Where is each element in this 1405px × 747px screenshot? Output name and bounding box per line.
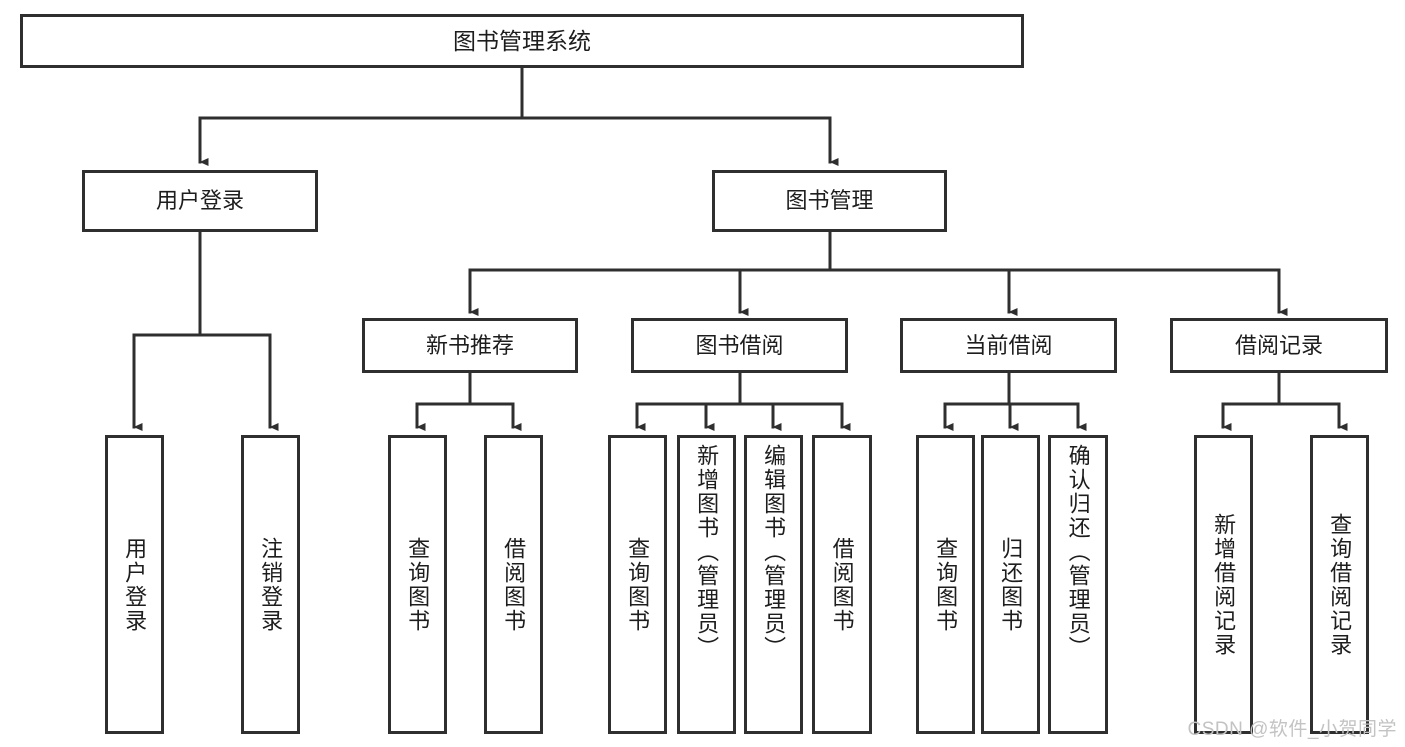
leaf-borrow-borrow-book[interactable]: 借阅图书 — [812, 435, 872, 734]
node-current-borrow[interactable]: 当前借阅 — [900, 318, 1117, 373]
leaf-borrow-add-book-admin[interactable]: 新增图书（管理员） — [677, 435, 736, 734]
leaf-borrow-edit-book-admin[interactable]: 编辑图书（管理员） — [744, 435, 803, 734]
leaf-new-book-query[interactable]: 查询图书 — [388, 435, 447, 734]
leaf-record-add-borrow-record[interactable]: 新增借阅记录 — [1194, 435, 1253, 734]
leaf-user-login-signout[interactable]: 注销登录 — [241, 435, 300, 734]
leaf-new-book-borrow[interactable]: 借阅图书 — [484, 435, 543, 734]
node-root[interactable]: 图书管理系统 — [20, 14, 1024, 68]
node-book-borrow[interactable]: 图书借阅 — [631, 318, 848, 373]
leaf-current-query-book[interactable]: 查询图书 — [916, 435, 975, 734]
csdn-watermark: CSDN @软件_小贺同学 — [1187, 719, 1397, 740]
leaf-user-login-signin[interactable]: 用户登录 — [105, 435, 164, 734]
leaf-borrow-query-book[interactable]: 查询图书 — [608, 435, 667, 734]
leaf-record-query-borrow-record[interactable]: 查询借阅记录 — [1310, 435, 1369, 734]
node-user-login[interactable]: 用户登录 — [82, 170, 318, 232]
leaf-current-return-book[interactable]: 归还图书 — [981, 435, 1040, 734]
node-borrow-record[interactable]: 借阅记录 — [1170, 318, 1388, 373]
node-new-book-recommend[interactable]: 新书推荐 — [362, 318, 578, 373]
leaf-current-confirm-return-admin[interactable]: 确认归还（管理员） — [1048, 435, 1108, 734]
node-book-management[interactable]: 图书管理 — [712, 170, 947, 232]
